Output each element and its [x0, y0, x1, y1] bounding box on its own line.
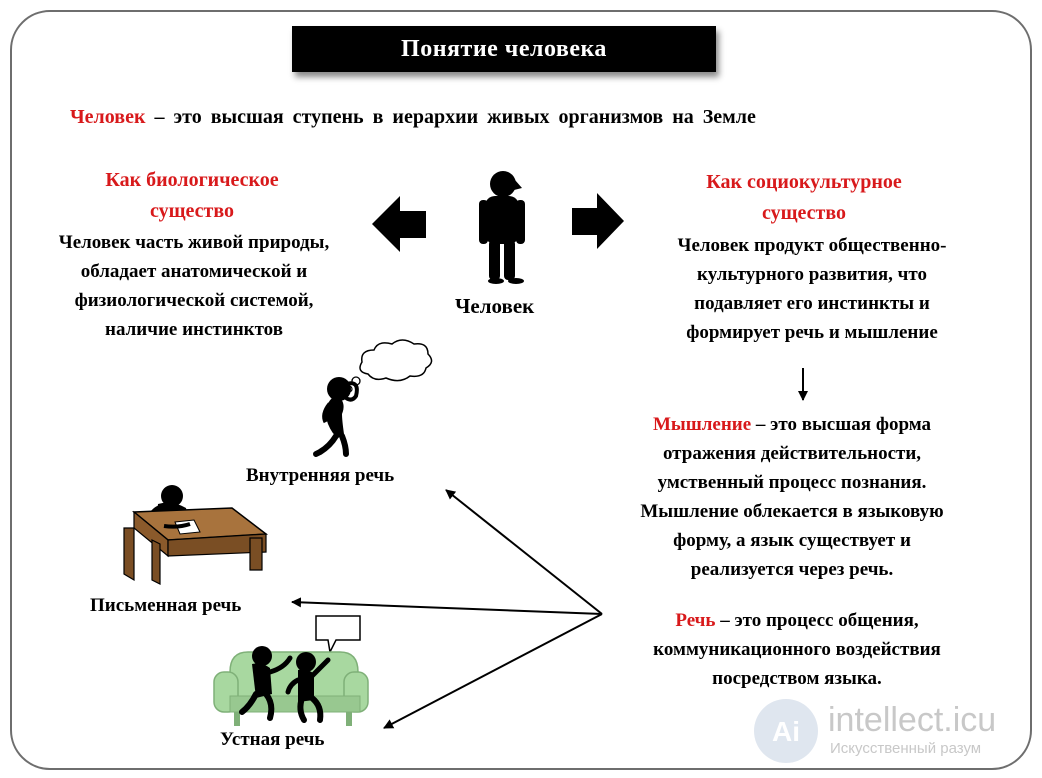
biological-heading: Как биологическое существо: [72, 165, 312, 227]
biological-body-line: наличие инстинктов: [105, 319, 283, 340]
thinking-line: – это высшая форма: [751, 414, 932, 435]
thinking-line: умственный процесс познания.: [657, 472, 927, 493]
sociocultural-heading-line1: Как социокультурное: [706, 171, 902, 193]
definition-line: Человек – это высшая ступень в иерархии …: [70, 103, 756, 132]
right-block-arrow: [572, 193, 624, 249]
thinking-line: отражения действительности,: [662, 443, 922, 464]
sociocultural-body-line: культурного развития, что: [697, 264, 927, 285]
person-figure: [479, 171, 525, 284]
biological-body-line: физиологической системой,: [74, 290, 314, 311]
sociocultural-body-line: Человек продукт общественно-: [677, 235, 947, 256]
watermark-graphic: Ai intellect.icu Искусственный разум: [754, 699, 996, 763]
speech-line: коммуникационного воздействия: [653, 639, 941, 660]
watermark-badge-circle: [754, 699, 818, 763]
sociocultural-body: Человек продукт общественно- культурного…: [636, 231, 988, 347]
arrow-to-inner-speech: [445, 489, 603, 615]
biological-body-line: Человек часть живой природы,: [58, 232, 330, 253]
biological-body-line: обладает анатомической и: [80, 261, 308, 282]
writing-person-figure: [123, 485, 269, 585]
oral-speech-label: Устная речь: [220, 729, 325, 750]
biological-heading-line2: существо: [150, 200, 234, 222]
definition-term: Человек: [70, 106, 146, 128]
sociocultural-body-line: формирует речь и мышление: [686, 322, 938, 343]
center-label: Человек: [455, 294, 535, 318]
talking-people-figure: [213, 615, 369, 726]
left-block-arrow: [372, 196, 426, 252]
speech-line: посредством языка.: [712, 668, 882, 689]
slide-frame: [10, 10, 1032, 770]
thinking-line: реализуется через речь.: [690, 559, 894, 580]
written-speech-label: Письменная речь: [90, 595, 242, 616]
speech-block: Речь – это процесс общения, коммуникацио…: [602, 606, 992, 693]
sociocultural-heading: Как социокультурное существо: [660, 167, 948, 229]
speech-term: Речь: [675, 610, 716, 631]
sociocultural-heading-line2: существо: [762, 202, 846, 224]
biological-heading-line1: Как биологическое: [105, 169, 279, 191]
title-box: Понятие человека: [292, 26, 716, 72]
watermark-tagline: Искусственный разум: [830, 740, 981, 757]
inner-speech-label: Внутренняя речь: [246, 465, 395, 486]
thinking-term: Мышление: [652, 414, 752, 435]
watermark-badge: Ai: [772, 716, 800, 747]
arrow-to-written-speech: [291, 597, 603, 615]
thinking-person-figure: [313, 339, 433, 457]
speech-line: – это процесс общения,: [715, 610, 919, 631]
watermark-logo: Ai intellect.icu Искусственный разум: [752, 693, 1032, 773]
sociocultural-body-line: подавляет его инстинкты и: [694, 293, 930, 314]
thinking-line: форму, а язык существует и: [673, 530, 911, 551]
thinking-line: Мышление облекается в языковую: [640, 501, 944, 522]
biological-body: Человек часть живой природы, обладает ан…: [16, 228, 372, 344]
arrow-to-oral-speech: [383, 613, 603, 729]
page-title: Понятие человека: [401, 35, 607, 62]
definition-text: – это высшая ступень в иерархии живых ор…: [145, 106, 756, 128]
watermark-brand: intellect.icu: [828, 701, 996, 739]
thinking-block: Мышление – это высшая форма отражения де…: [592, 410, 992, 584]
